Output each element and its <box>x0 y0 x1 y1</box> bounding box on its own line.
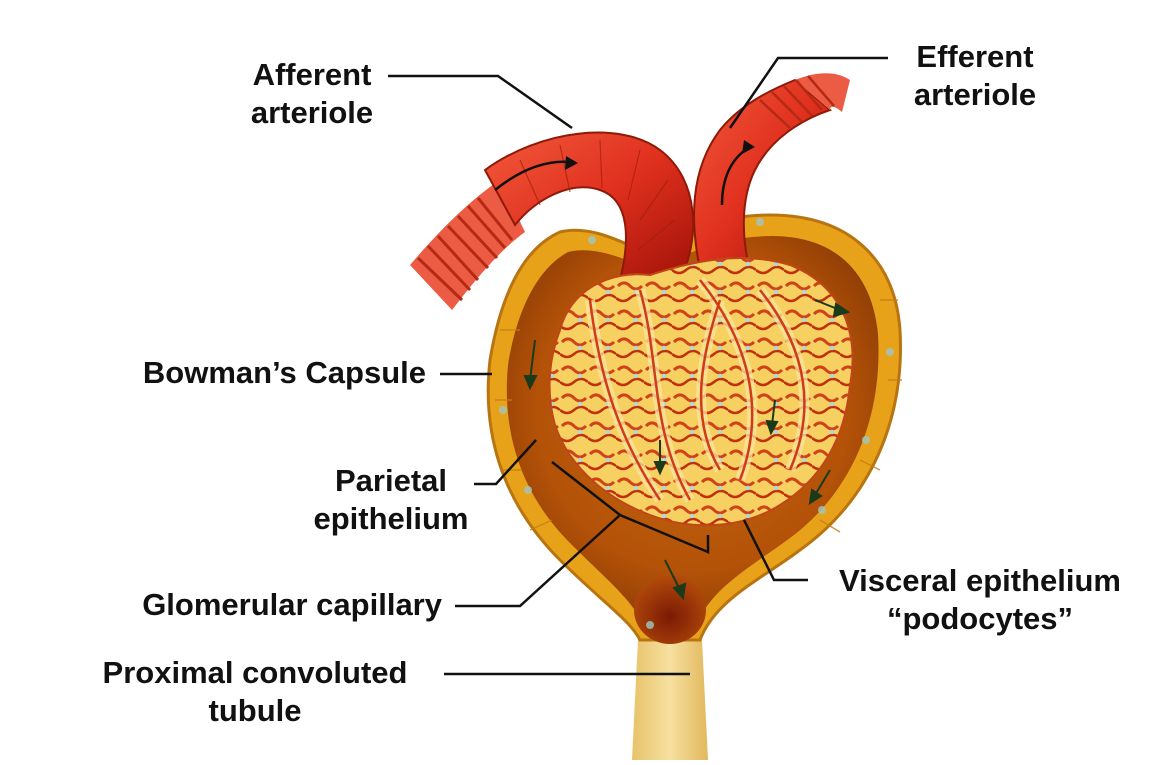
label-efferent-line2: arteriole <box>913 77 1037 112</box>
label-parietal-epithelium: Parietal epithelium <box>296 462 486 538</box>
label-bowmans-capsule: Bowman’s Capsule <box>80 354 426 392</box>
label-afferent-arteriole: Afferent arteriole <box>232 56 392 132</box>
leader-efferent <box>728 56 888 129</box>
label-proximal-line1: Proximal convoluted <box>102 655 408 690</box>
label-parietal-line1: Parietal <box>334 463 447 498</box>
label-visceral-epithelium: Visceral epithelium “podocytes” <box>810 562 1150 638</box>
leader-lines <box>388 56 888 676</box>
glomerular-tuft <box>523 257 854 601</box>
leader-afferent <box>388 74 573 130</box>
leader-visceral <box>742 519 808 582</box>
label-bowmans-line1: Bowman’s Capsule <box>142 355 426 390</box>
label-glomerular-line1: Glomerular capillary <box>142 587 442 622</box>
leader-bracket <box>551 461 710 554</box>
leader-parietal <box>474 439 537 486</box>
label-efferent-arteriole: Efferent arteriole <box>890 38 1060 114</box>
label-efferent-line1: Efferent <box>916 39 1034 74</box>
label-proximal-line2: tubule <box>208 693 302 728</box>
label-afferent-line2: arteriole <box>250 95 374 130</box>
label-visceral-line1: Visceral epithelium <box>839 563 1121 598</box>
efferent-arteriole-shape <box>693 73 850 271</box>
label-visceral-line2: “podocytes” <box>886 601 1074 636</box>
afferent-arteriole-shape <box>410 131 695 310</box>
label-proximal-convoluted-tubule: Proximal convoluted tubule <box>70 654 440 730</box>
label-afferent-line1: Afferent <box>252 57 372 92</box>
leader-glomerular <box>455 514 621 608</box>
urinary-pole-shape <box>634 576 706 644</box>
label-parietal-line2: epithelium <box>313 501 469 536</box>
label-glomerular-capillary: Glomerular capillary <box>70 586 442 624</box>
parietal-cells <box>495 218 902 629</box>
